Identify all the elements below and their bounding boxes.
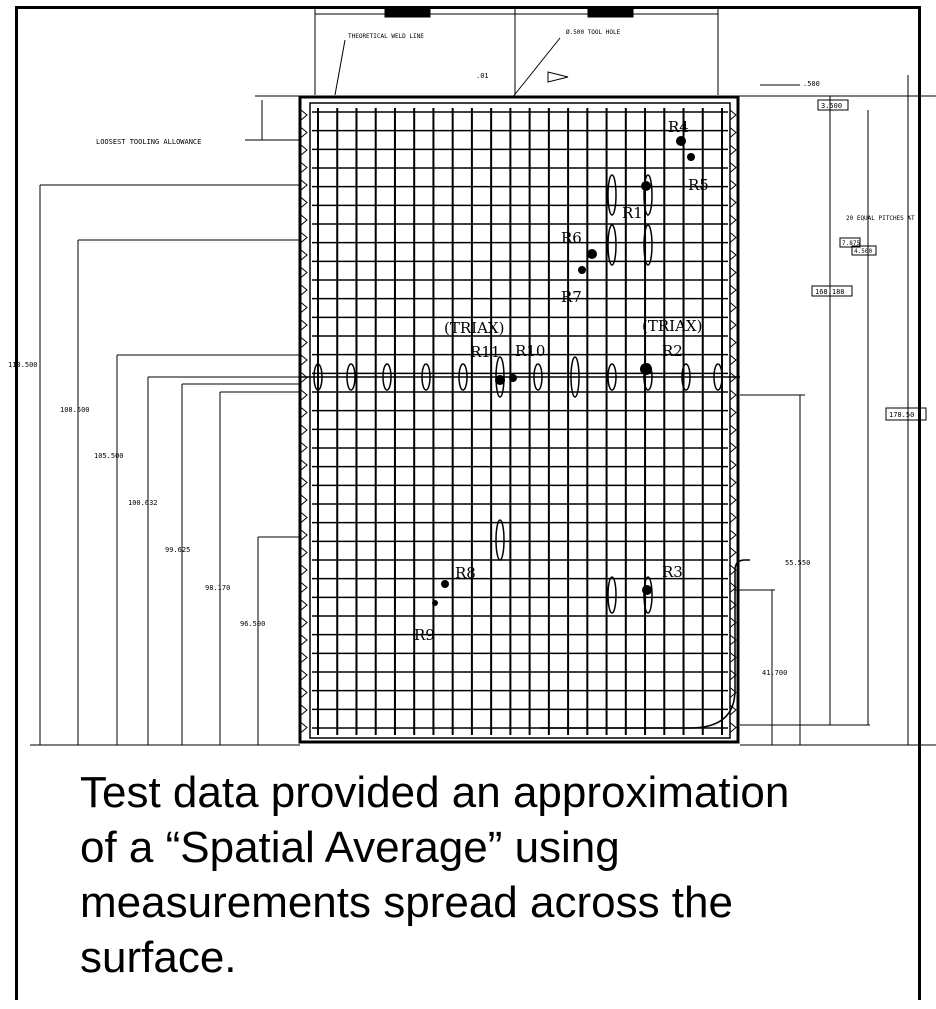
sensor-label-r8: R8 (455, 564, 476, 582)
dim-left-5: 99.625 (165, 546, 190, 554)
sensor-label-r4: R4 (668, 118, 689, 136)
dim-left-4: 100.632 (128, 499, 158, 507)
sensor-label-r10: R10 (515, 342, 545, 360)
dim-left-2: 108.500 (60, 406, 90, 414)
right-dimension-lines (735, 75, 936, 746)
sensor-label-r5: R5 (688, 176, 709, 194)
panel-outline (298, 95, 740, 744)
offset-label-b: .500 (803, 80, 820, 88)
slide-frame (15, 6, 921, 1000)
edge-marks (300, 109, 737, 733)
sensor-label-r3: R3 (662, 563, 683, 581)
grid-vertical-lines (317, 108, 723, 735)
caption-line-2: of a “Spatial Average” using (80, 823, 620, 872)
pitch-box-a: 7.875 (842, 240, 860, 247)
top-dimension-lines (245, 7, 936, 141)
dim-left-6: 98.170 (205, 584, 230, 592)
dim-right-4: 55.550 (785, 559, 810, 567)
dim-right-3: 178.50 (889, 411, 914, 419)
left-dimension-lines (30, 184, 300, 746)
panel-inner-outline (309, 102, 731, 739)
sensor-dots (432, 136, 695, 606)
sensor-label-r1: R1 (622, 204, 643, 222)
sensor-label-triax-b: (TRIAX) (642, 317, 702, 335)
slide-caption: Test data provided an approximation of a… (80, 765, 880, 985)
dim-right-1: 3.500 (821, 102, 842, 110)
sensor-label-r6: R6 (561, 229, 582, 247)
dim-left-3: 105.500 (94, 452, 124, 460)
pitch-note: 20 EQUAL PITCHES AT (846, 215, 915, 222)
dim-left-1: 113.500 (8, 361, 38, 369)
dim-left-7: 96.500 (240, 620, 265, 628)
weld-line-note: THEORETICAL WELD LINE (348, 33, 424, 40)
sensor-label-r2: R2 (662, 342, 683, 360)
heating-grid-drawing: THEORETICAL WELD LINE Ø.500 TOOL HOLE LO… (8, 7, 936, 746)
sensor-label-r9: R9 (414, 626, 435, 644)
caption-line-1: Test data provided an approximation (80, 768, 790, 817)
lower-right-busbar (540, 559, 750, 729)
offset-label-a: .01 (476, 72, 489, 80)
sensor-label-r7: R7 (561, 288, 582, 306)
dim-right-2: 168.188 (815, 288, 845, 296)
tool-hole-note: Ø.500 TOOL HOLE (566, 29, 621, 36)
pitch-box-b: 4.500 (854, 248, 872, 255)
dim-right-5: 41.700 (762, 669, 787, 677)
caption-line-4: surface. (80, 933, 237, 982)
sensor-label-r11: R11 (470, 343, 500, 361)
tooling-allowance-note: LOOSEST TOOLING ALLOWANCE (96, 138, 201, 146)
grid-horizontal-lines (312, 111, 728, 729)
sensor-label-triax-a: (TRIAX) (444, 319, 504, 337)
caption-line-3: measurements spread across the (80, 878, 733, 927)
